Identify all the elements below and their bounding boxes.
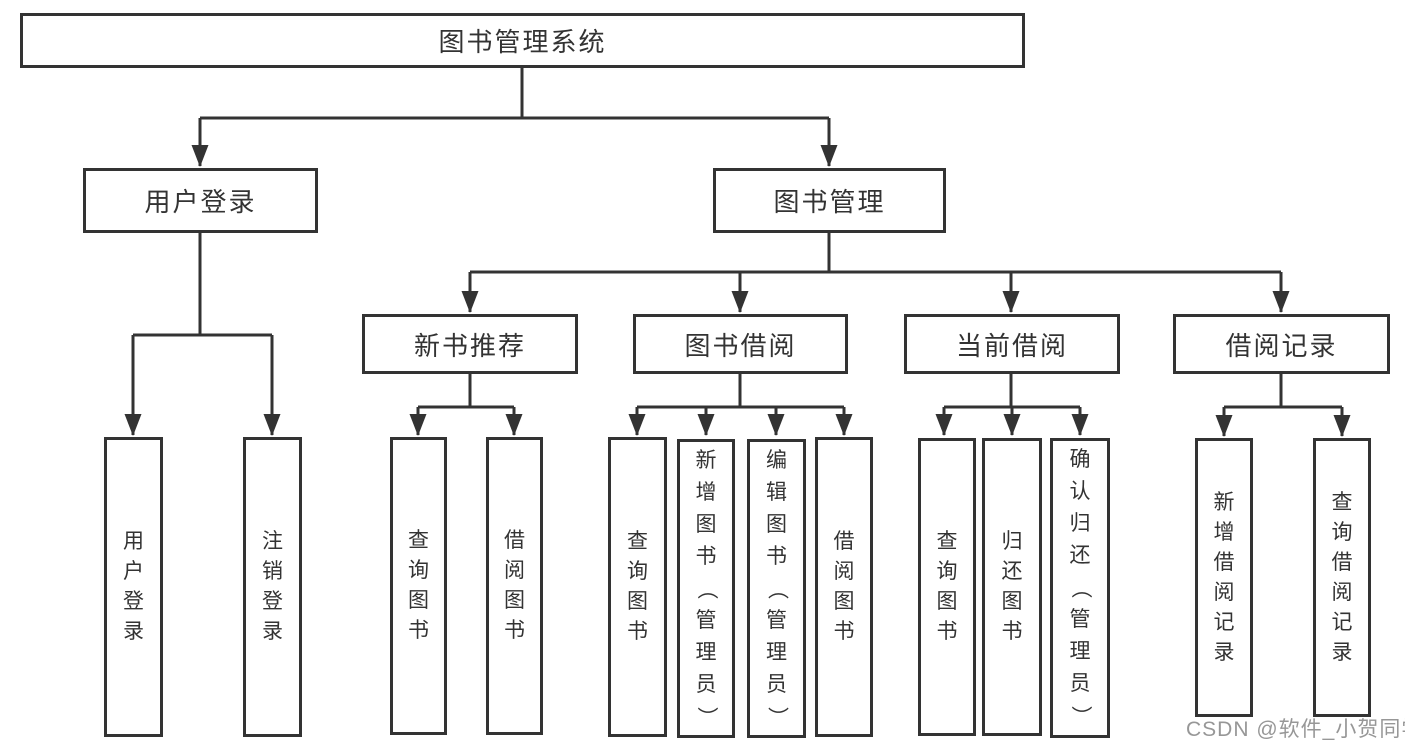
- node-current-borrow-label: 当前借阅: [955, 330, 1068, 361]
- vertical-label-char: 还: [1001, 560, 1023, 583]
- vertical-label-char: 图: [504, 589, 525, 612]
- vertical-label-char: 确: [1069, 448, 1091, 471]
- vertical-label-char: 书: [627, 620, 648, 643]
- vertical-label-char: 图: [766, 512, 787, 536]
- vertical-label-char: ）: [695, 706, 718, 727]
- vertical-label-char: 理: [1069, 640, 1091, 663]
- vertical-label-char: 查: [1331, 490, 1353, 514]
- vertical-label-char: 销: [262, 560, 283, 583]
- node-book-management-label: 图书管理: [773, 187, 886, 217]
- vertical-label-char: 新: [695, 448, 717, 472]
- vertical-label-char: 查: [936, 530, 958, 553]
- node-book-management: 图书管理: [713, 168, 946, 233]
- leaf-logout: 注销登录: [243, 437, 302, 737]
- vertical-label-char: 录: [123, 620, 144, 643]
- vertical-label-char: 书: [833, 620, 855, 643]
- vertical-label-char: 用: [123, 530, 144, 553]
- vertical-label-char: 询: [408, 559, 429, 582]
- vertical-label-char: 编: [766, 448, 787, 472]
- node-new-book-recommend-label: 新书推荐: [413, 330, 526, 361]
- vertical-label-char: ）: [1069, 705, 1092, 727]
- vertical-label-char: 理: [766, 640, 787, 664]
- vertical-label-char: 管: [766, 608, 787, 632]
- node-borrow-records: 借阅记录: [1173, 314, 1390, 374]
- vertical-label-char: 增: [695, 480, 717, 504]
- vertical-label-char: 员: [695, 672, 717, 696]
- vertical-label-char: 管: [1069, 608, 1091, 631]
- vertical-label-char: 图: [833, 590, 855, 613]
- node-book-borrow-label: 图书借阅: [684, 330, 797, 361]
- vertical-label-char: 登: [123, 590, 144, 613]
- node-current-borrow: 当前借阅: [904, 314, 1120, 374]
- node-book-borrow: 图书借阅: [633, 314, 848, 374]
- vertical-label-char: 还: [1069, 544, 1091, 567]
- vertical-label-char: （: [765, 578, 789, 599]
- leaf-query-books-current: 查询图书: [918, 438, 976, 736]
- vertical-label-char: 询: [1331, 520, 1353, 544]
- vertical-label-char: 图: [695, 512, 717, 536]
- csdn-watermark: CSDN @软件_小贺同学: [1186, 718, 1405, 741]
- vertical-label-char: 查: [627, 530, 648, 553]
- vertical-label-char: ）: [765, 706, 789, 727]
- vertical-label-char: 借: [1213, 550, 1235, 574]
- vertical-label-char: 认: [1069, 480, 1091, 503]
- vertical-label-char: 员: [1069, 672, 1091, 695]
- node-borrow-records-label: 借阅记录: [1225, 330, 1338, 361]
- vertical-label-char: 阅: [504, 559, 525, 582]
- node-user-login-label: 用户登录: [144, 187, 257, 217]
- vertical-label-char: 书: [766, 544, 787, 568]
- vertical-label-char: 阅: [1331, 580, 1353, 604]
- leaf-borrow-books: 借阅图书: [815, 437, 873, 737]
- vertical-label-char: 登: [262, 590, 283, 613]
- vertical-label-char: 归: [1001, 530, 1023, 553]
- leaf-confirm-return-admin: 确认归还 （ 管理员 ）: [1050, 438, 1110, 738]
- vertical-label-char: 书: [408, 619, 429, 642]
- vertical-label-char: 书: [1001, 620, 1023, 643]
- vertical-label-char: 图: [627, 590, 648, 613]
- vertical-label-char: 阅: [1213, 580, 1235, 604]
- vertical-label-char: 新: [1213, 490, 1235, 514]
- vertical-label-char: 图: [408, 589, 429, 612]
- node-new-book-recommend: 新书推荐: [362, 314, 578, 374]
- leaf-query-books-recommend: 查询图书: [390, 437, 447, 735]
- leaf-return-books: 归还图书: [982, 438, 1042, 736]
- vertical-label-char: 借: [504, 529, 525, 552]
- vertical-label-char: 借: [1331, 550, 1353, 574]
- leaf-add-borrow-record: 新增借阅记录: [1195, 438, 1253, 717]
- leaf-edit-books-admin: 编辑图书 （ 管理员 ）: [747, 439, 806, 738]
- vertical-label-char: 阅: [833, 560, 855, 583]
- vertical-label-char: （: [695, 578, 718, 599]
- node-user-login: 用户登录: [83, 168, 318, 233]
- vertical-label-char: 书: [695, 544, 717, 568]
- vertical-label-char: 书: [504, 619, 525, 642]
- vertical-label-char: 图: [1001, 590, 1023, 613]
- vertical-label-char: 询: [627, 560, 648, 583]
- leaf-borrow-books-recommend: 借阅图书: [486, 437, 543, 735]
- vertical-label-char: 录: [1213, 640, 1235, 664]
- vertical-label-char: 录: [1331, 640, 1353, 664]
- leaf-user-login: 用户登录: [104, 437, 163, 737]
- leaf-query-borrow-record: 查询借阅记录: [1313, 438, 1371, 717]
- node-root: 图书管理系统: [20, 13, 1025, 68]
- vertical-label-char: 图: [936, 590, 958, 613]
- vertical-label-char: 录: [262, 620, 283, 643]
- leaf-add-books-admin: 新增图书 （ 管理员 ）: [677, 439, 735, 738]
- vertical-label-char: 询: [936, 560, 958, 583]
- vertical-label-char: 辑: [766, 480, 787, 504]
- vertical-label-char: 增: [1213, 520, 1235, 544]
- vertical-label-char: 记: [1331, 610, 1353, 634]
- vertical-label-char: 户: [123, 560, 144, 583]
- vertical-label-char: 管: [695, 608, 717, 632]
- vertical-label-char: 员: [766, 672, 787, 696]
- vertical-label-char: 注: [262, 530, 283, 553]
- vertical-label-char: 查: [408, 529, 429, 552]
- node-root-label: 图书管理系统: [438, 27, 607, 57]
- leaf-query-books-borrow: 查询图书: [608, 437, 667, 737]
- vertical-label-char: 理: [695, 640, 717, 664]
- vertical-label-char: （: [1069, 577, 1092, 599]
- vertical-label-char: 借: [833, 530, 855, 553]
- vertical-label-char: 记: [1213, 610, 1235, 634]
- vertical-label-char: 书: [936, 620, 958, 643]
- vertical-label-char: 归: [1069, 512, 1091, 535]
